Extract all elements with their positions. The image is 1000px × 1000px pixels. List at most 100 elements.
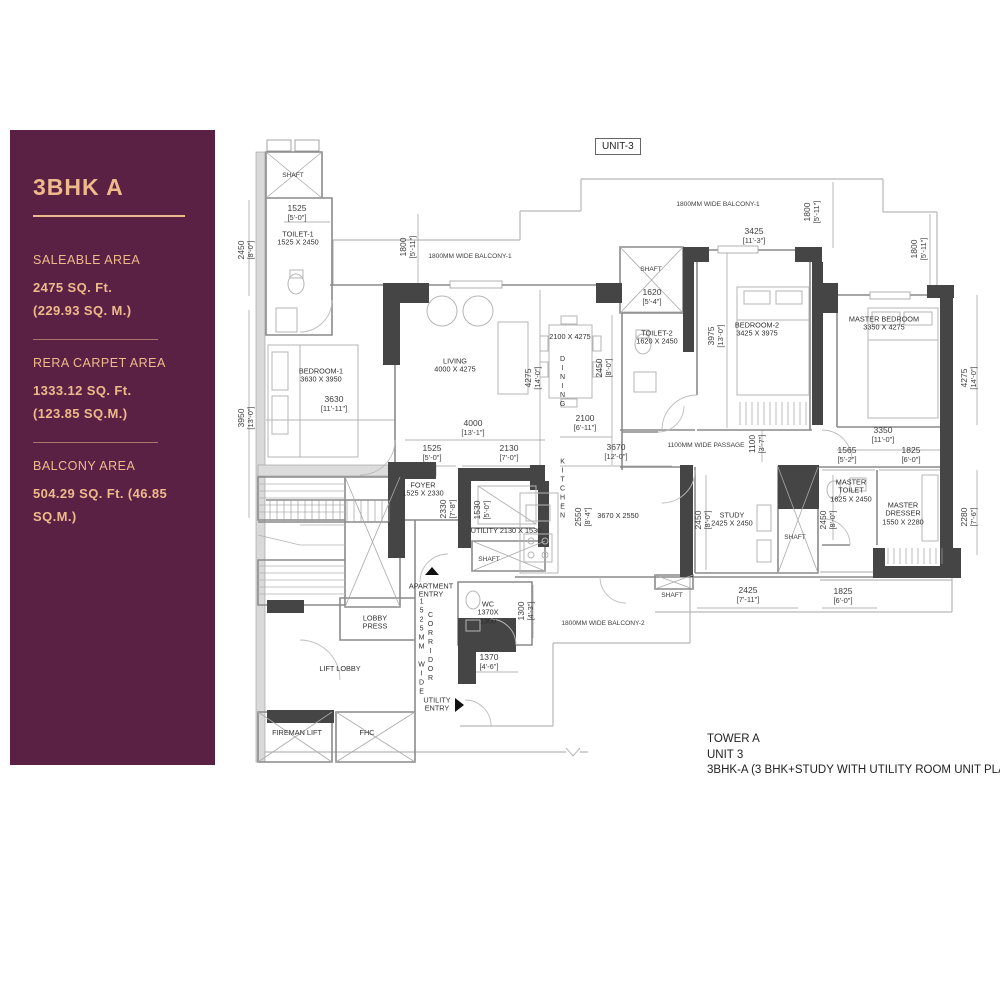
saleable-area-sqft: 2475 SQ. Ft. [33,280,113,295]
dim-living-width: 4000[13'-1"] [461,417,485,437]
dimension-lines [248,182,978,673]
furniture [267,269,939,632]
shaft-label-center: SHAFT [478,556,500,564]
dim-study-width: 2425[7'-11"] [736,584,760,604]
dim-shaft2-width: 1620[5'-4"] [642,286,662,306]
vent-box [266,139,292,152]
unit-tag: UNIT-3 [595,138,641,155]
dim-bedroom2-width: 3425[11'-3"] [742,225,766,245]
shaft-label-right: SHAFT [784,534,806,542]
dim-utility-depth: 1530[5'-0"] [471,500,491,520]
dim-utility-width: 2130[7'-0"] [499,442,519,462]
info-sidebar: 3BHK A SALEABLE AREA 2475 SQ. Ft. (229.9… [10,130,215,765]
balcony-sliding-door [869,291,911,300]
dim-kitchen-width: 3670[12'-0"] [604,441,628,461]
shaft-label-toilet2: SHAFT [640,266,662,274]
door-swing-arcs [299,299,853,727]
dim-mtoilet-depth: 2450[8'-0"] [817,510,837,530]
balcony-sliding-door [717,245,759,254]
rera-area-sqm: (123.85 SQ.M.) [33,406,128,422]
section-divider [33,338,158,340]
title-block-unit: UNIT 3 [707,748,744,761]
corridor-label-1: 1525MM WIDE [418,598,426,698]
dresser-wardrobe-hatch [887,548,943,564]
dim-study-depth-left: 2450[8'-0"] [692,510,712,530]
room-label-fireman-lift: FIREMAN LIFT [272,727,322,737]
balcony-area-sqm: SQ.M.) [33,508,77,524]
break-mark [565,747,581,757]
utility-entry-arrow [455,698,464,712]
title-block: TOWER A UNIT 3 3BHK-A (3 BHK+STUDY WITH … [707,732,1000,779]
plan-title: 3BHK A [33,174,124,200]
dim-toilet2-depth: 2450[8'-0"] [593,358,613,378]
section-divider [33,441,158,443]
saleable-area-label: SALEABLE AREA [33,253,141,267]
room-label-fhc: FHC [359,727,375,737]
dim-foyer-width: 1525[5'-0"] [422,442,442,462]
balcony-area-section: BALCONY AREA 504.29 SQ. Ft. (46.85 SQ.M.… [33,459,193,529]
corridor-label-2: CORRIDOR [427,612,435,684]
dim-wc-width: 1370[4'-6"] [479,651,499,671]
dining-table-size: 2100 X 4275 [549,331,591,341]
saleable-area-sqm: (229.93 SQ. M.) [33,303,132,319]
kitchen-size: 3670 X 2550 [597,510,639,520]
title-divider [33,215,185,217]
rera-area-label: RERA CARPET AREA [33,355,166,370]
rera-area-sqft: 1333.12 SQ. Ft. [33,382,132,398]
balcony-boundary-lines [258,178,953,753]
dim-living-depth: 4275[14'-0"] [522,366,542,390]
stair-stripes [257,483,345,595]
balcony-area-label: BALCONY AREA [33,458,136,473]
dim-balcony-right-2: 1800[5'-11"] [908,237,928,261]
vent-box [294,139,320,152]
dim-wc-depth: 1300[4'-3"] [515,601,535,621]
dim-passage-width: 1100[3'-7"] [746,434,766,454]
dim-bedroom1-depth: 3950[13'-0"] [235,406,255,430]
dim-toilet1-depth: 2450[8'-0"] [235,240,255,260]
dim-dining-width: 2100[6'-11"] [573,412,597,432]
balcony2-label: 1800MM WIDE BALCONY-2 [561,620,645,628]
solid-wall-segments [267,247,961,723]
saleable-area-section: SALEABLE AREA 2475 SQ. Ft. (229.93 SQ. M… [33,253,193,323]
title-block-tower: TOWER A [707,733,760,745]
room-label-lift-lobby: LIFT LOBBY [319,663,361,673]
left-outer-wall [255,151,266,763]
dim-master-width: 3350[11'-0"] [871,424,895,444]
dim-mdresser-width: 1825[6'-0"] [901,444,921,464]
dining-label: DINING [559,356,567,410]
dim-bedroom1-width: 3630[11'-11"] [320,393,348,413]
dim-balcony-right-1: 1800[5'-11"] [801,200,821,224]
title-block-desc: 3BHK-A (3 BHK+STUDY WITH UTILITY ROOM UN… [707,764,1000,777]
bedroom2-wardrobe-hatch [739,402,807,425]
dim-bottom-right: 1825[6'-0"] [833,585,853,605]
shaft-label-bottom: SHAFT [661,592,683,600]
balcony1-label-right: 1800MM WIDE BALCONY-1 [676,201,760,209]
balcony1-label-left: 1800MM WIDE BALCONY-1 [428,253,512,261]
dim-balcony1-width: 1800[5'-11"] [397,235,417,259]
dim-kitchen-depth: 2550[8'-4"] [572,507,592,527]
room-label-utility: UTILITY 2130 X 1530 [470,525,542,535]
dim-mtoilet-width: 1565[5'-2"] [837,444,857,464]
bedroom1-wardrobe-hatch [269,500,390,522]
shaft-label-topleft: SHAFT [282,172,304,180]
floor-plan-drawing [248,139,978,763]
dim-toilet1-width: 1525[5'-0"] [287,202,307,222]
dim-foyer-depth: 2330[7'-8"] [437,499,457,519]
apartment-entry-arrow [425,567,439,575]
shaft-cross-hatch [257,151,819,763]
kitchen-label: KITCHEN [559,458,567,522]
